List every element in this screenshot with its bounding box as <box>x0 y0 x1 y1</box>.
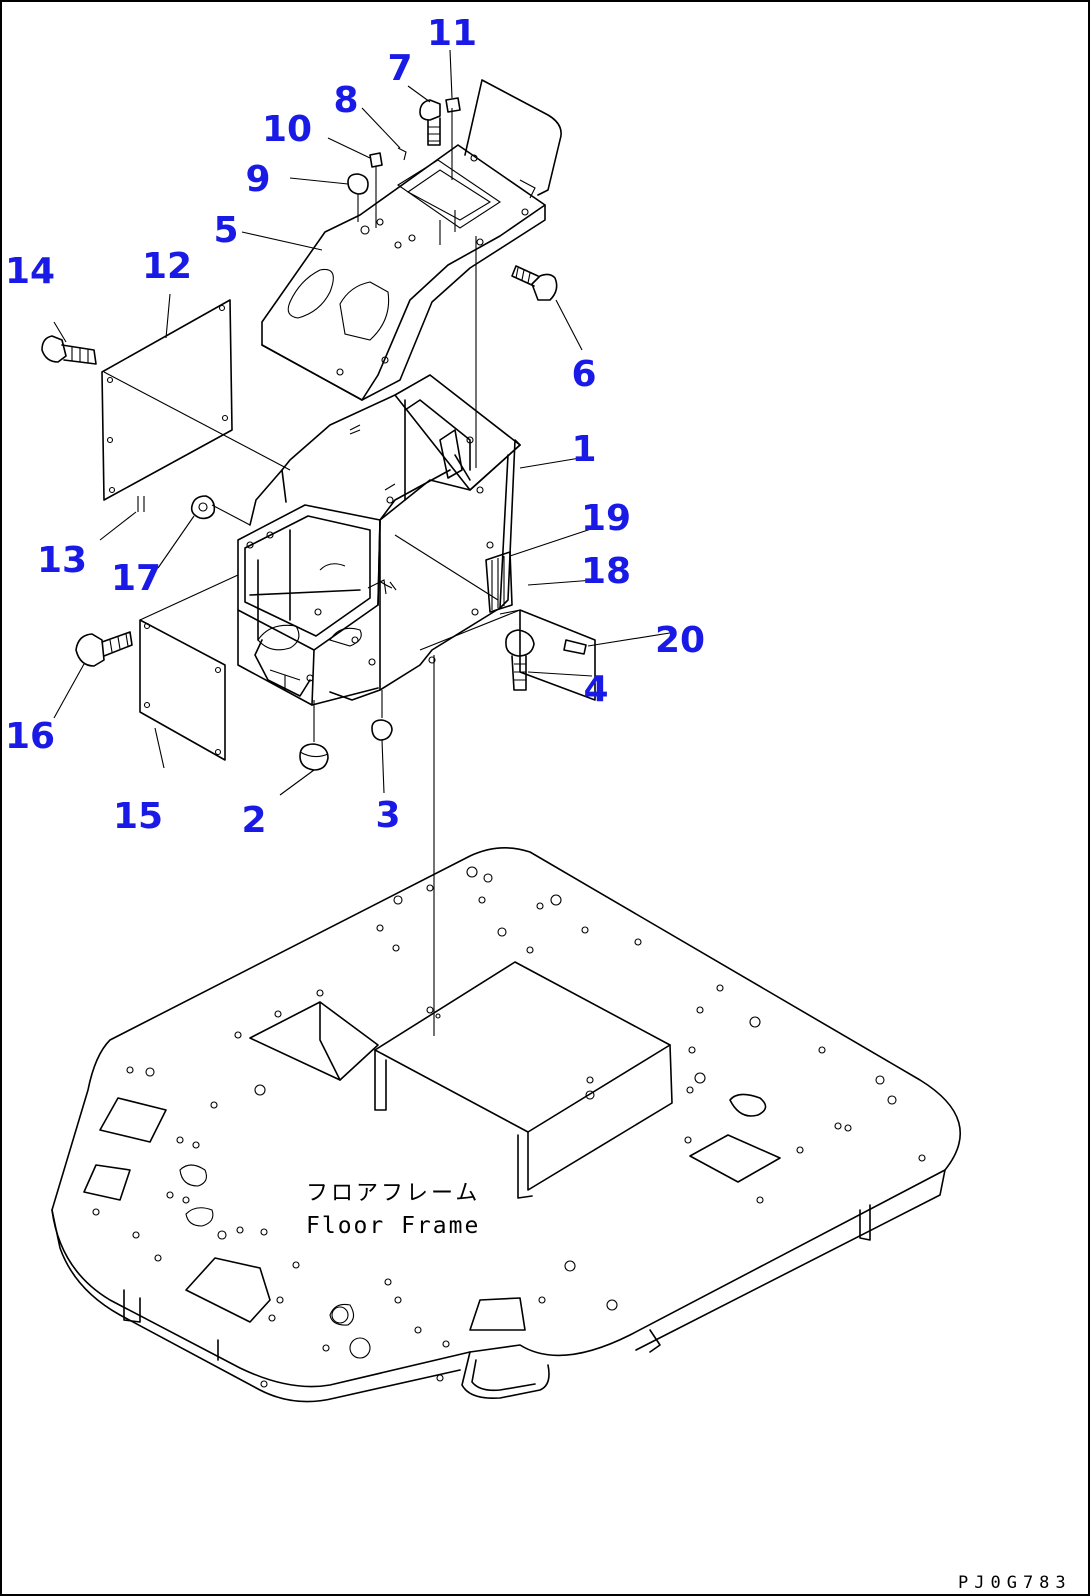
callout-11: 11 <box>427 13 477 54</box>
callout-4: 4 <box>583 669 608 710</box>
callout-1: 1 <box>571 429 596 470</box>
callout-19: 19 <box>581 498 631 539</box>
callout-2: 2 <box>241 800 266 841</box>
callout-20: 20 <box>655 620 705 661</box>
callout-8: 8 <box>333 80 358 121</box>
callout-17: 17 <box>111 558 161 599</box>
hardware <box>41 97 587 771</box>
callout-leaders <box>53 49 677 796</box>
drawing-reference: PJ0G783 <box>958 1573 1072 1593</box>
assembly-lines <box>103 108 521 1036</box>
callout-16: 16 <box>5 716 55 757</box>
floor-frame-label-jp: フロアフレーム <box>306 1181 480 1206</box>
front-panel-15 <box>139 619 226 761</box>
floor-frame-label-en: Floor Frame <box>306 1213 480 1239</box>
callout-6: 6 <box>571 354 596 395</box>
callout-7: 7 <box>387 48 412 89</box>
callout-10: 10 <box>262 109 312 150</box>
callout-14: 14 <box>5 251 55 292</box>
callout-18: 18 <box>581 551 631 592</box>
top-cover <box>261 79 562 401</box>
callout-12: 12 <box>142 246 192 287</box>
floor-frame <box>51 847 961 1403</box>
callout-5: 5 <box>213 210 238 251</box>
callout-3: 3 <box>375 795 400 836</box>
callout-15: 15 <box>113 796 163 837</box>
callout-9: 9 <box>245 159 270 200</box>
console-box <box>237 374 596 706</box>
callout-13: 13 <box>37 540 87 581</box>
side-panel-12 <box>101 299 233 501</box>
